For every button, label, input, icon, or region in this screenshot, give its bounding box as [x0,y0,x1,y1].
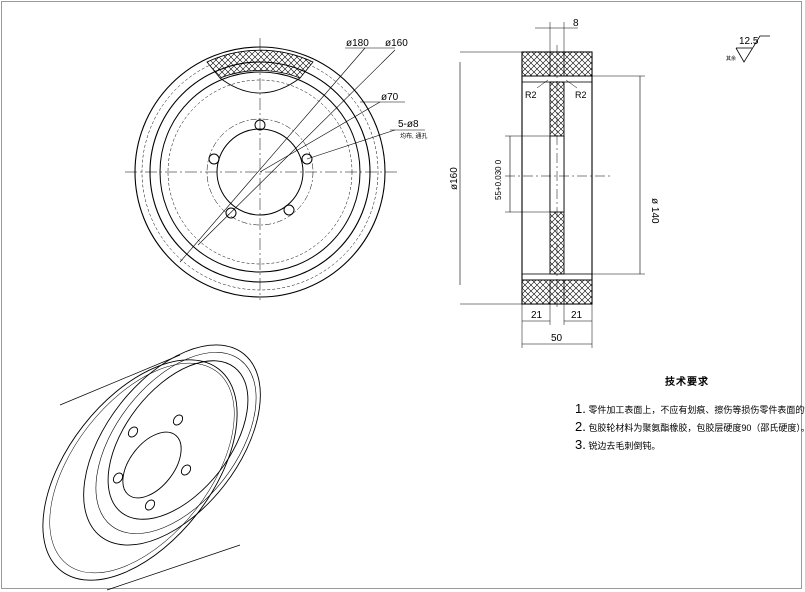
note-item: 3. 锐边去毛刺倒钝。 [575,437,661,452]
technical-requirements: 技术要求 1. 零件加工表面上，不应有划痕、擦伤等损伤零件表面的缺陷。 2. 包… [575,373,805,454]
notes-title: 技术要求 [665,377,709,388]
dim-w21-right: 21 [571,310,583,321]
dim-w21-left: 21 [531,310,543,321]
note-item: 1. 零件加工表面上，不应有划痕、擦伤等损伤零件表面的缺陷。 [575,401,805,416]
dim-w50: 50 [551,333,563,344]
dim-d180: ø180 [346,38,369,49]
dim-bore: 55+0.030 0 [494,159,503,200]
dim-holes: 5-ø8 [398,119,419,130]
dim-d140: ø 140 [649,198,660,224]
dim-d160-top: ø160 [385,38,408,49]
front-view [125,38,425,300]
dim-d70: ø70 [381,92,399,103]
dim-r-left: R2 [525,90,537,100]
section-view [459,22,645,348]
dim-holes-note: 均布, 通孔 [400,132,427,140]
dim-width-top: 8 [573,18,579,29]
dim-r-right: R2 [575,90,587,100]
roughness-note: 其余 [726,55,736,62]
roughness-symbol [735,35,770,63]
isometric-view [42,344,261,591]
dim-d160-side: ø160 [449,167,460,190]
roughness-value: 12.5 [739,36,759,47]
note-item: 2. 包胶轮材料为聚氨酯橡胶，包胶层硬度90（邵氏硬度）。 [575,419,805,434]
